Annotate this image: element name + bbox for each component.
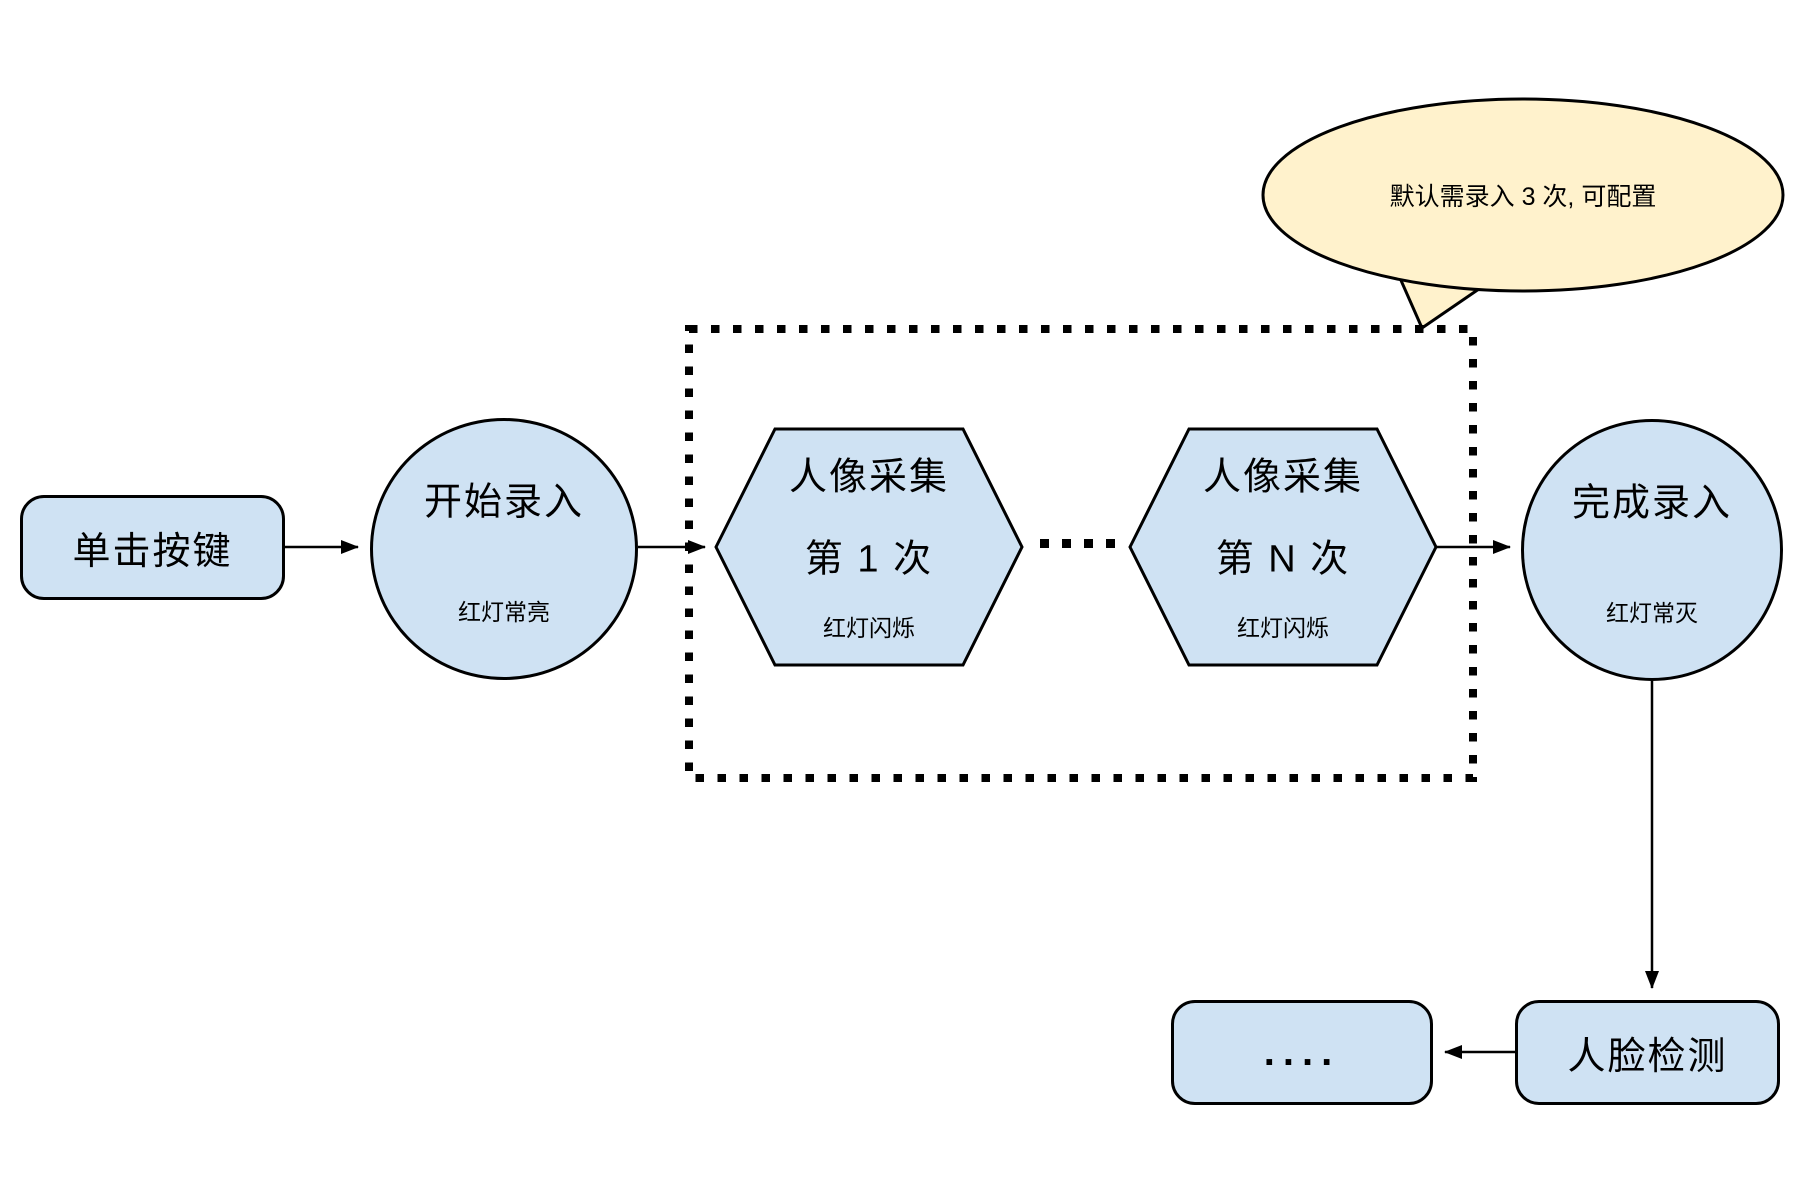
node-start-capture-label: 开始录入: [423, 481, 585, 524]
callout: 默认需录入 3 次, 可配置: [1263, 99, 1783, 291]
node-start-capture-sublabel: 红灯常亮: [458, 599, 550, 626]
node-click-button: 单击按键: [20, 495, 285, 600]
repeat-ellipsis-dots: [1040, 539, 1115, 548]
node-continuation: ....: [1171, 1000, 1433, 1105]
callout-text: 默认需录入 3 次, 可配置: [1389, 183, 1657, 211]
node-face-detection-label: 人脸检测: [1567, 1036, 1728, 1078]
node-finish-capture-label: 完成录入: [1571, 482, 1733, 525]
node-capture-first-label-line2: 第 1 次: [804, 538, 934, 581]
node-finish-capture-sublabel: 红灯常灭: [1606, 600, 1698, 627]
node-capture-nth-label-line2: 第 N 次: [1215, 538, 1351, 581]
node-finish-capture: 完成录入 红灯常灭: [1521, 419, 1783, 681]
node-capture-nth-sublabel: 红灯闪烁: [1237, 615, 1329, 642]
node-continuation-label: ....: [1263, 1030, 1341, 1074]
callout-bubble: [1261, 97, 1785, 293]
node-capture-nth-text: 人像采集 第 N 次 红灯闪烁: [1130, 429, 1436, 665]
node-face-detection: 人脸检测: [1515, 1000, 1780, 1105]
node-capture-first-sublabel: 红灯闪烁: [823, 615, 915, 642]
node-capture-first-label: 人像采集: [788, 456, 950, 499]
node-capture-first-hexagon: [714, 427, 1024, 667]
node-capture-nth-label: 人像采集: [1202, 456, 1364, 499]
node-click-button-label: 单击按键: [72, 531, 233, 573]
node-start-capture: 开始录入 红灯常亮: [370, 418, 638, 680]
node-capture-first-text: 人像采集 第 1 次 红灯闪烁: [716, 429, 1022, 665]
